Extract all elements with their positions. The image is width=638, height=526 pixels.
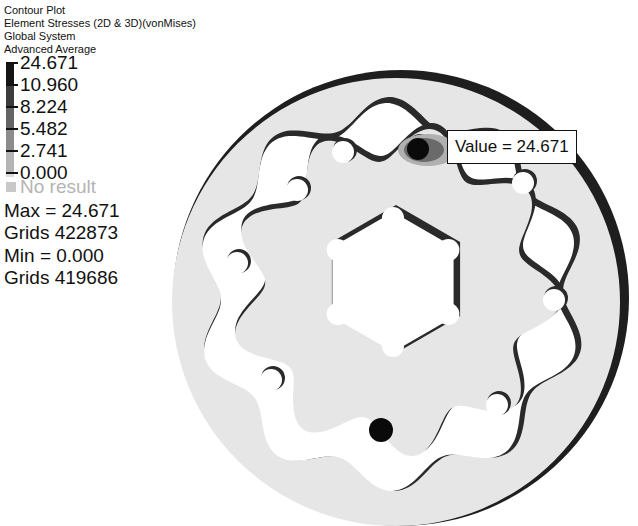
hub-notch: [437, 303, 459, 325]
callout-value: Value = 24.671: [455, 137, 569, 157]
scale-tick: [6, 150, 18, 152]
scale-segment: [6, 85, 14, 107]
legend-holder: 24.671: [20, 52, 78, 74]
legend-value: 8.224: [20, 96, 68, 117]
hub-notch: [437, 239, 459, 261]
hub-notch: [327, 303, 349, 325]
hole-shadow: [227, 249, 251, 273]
max-min-info: Min = 0.000: [4, 245, 104, 266]
legend-holder: 10.960: [20, 74, 78, 96]
legend-value: 24.671: [20, 52, 78, 73]
no-result-swatch: [6, 182, 16, 192]
stress-contour: [404, 138, 444, 162]
max-min-info: Grids 419686: [4, 267, 118, 288]
hub-notch: [382, 207, 404, 229]
scale-tick: [6, 62, 18, 64]
label-holder: Contour Plot: [4, 0, 65, 18]
rotor-hole: [486, 394, 508, 416]
legend-holder: 8.224: [20, 96, 68, 118]
rotor-holes: [226, 134, 568, 442]
value-callout-box: Value = 24.671: [447, 130, 577, 164]
rotor-hole: [286, 179, 308, 201]
scale-tick: [6, 106, 18, 108]
scale-segment: [6, 63, 14, 85]
rotor-hole: [260, 369, 282, 391]
hole-shadow: [287, 176, 311, 200]
scale-segment: [6, 151, 14, 173]
legend-holder: 2.741: [20, 140, 68, 162]
label-holder: Element Stresses (2D & 3D)(vonMises): [4, 13, 196, 31]
scale-tick: [6, 84, 18, 86]
label-holder: Grids 422873: [4, 222, 118, 244]
legend-value: No result: [20, 176, 96, 197]
legend-holder: 5.482: [20, 118, 68, 140]
plot-header: Global System: [4, 30, 76, 42]
label-holder: Global System: [4, 26, 76, 44]
hub-notches: [327, 207, 460, 357]
label-holder: Min = 0.000: [4, 245, 104, 267]
hub-shadow: [332, 205, 460, 353]
legend-value: 5.482: [20, 118, 68, 139]
stress-hotspot: [407, 138, 429, 160]
hole-shadow: [544, 286, 568, 310]
plot-header: Contour Plot: [4, 4, 65, 16]
pump-housing: [172, 78, 620, 526]
max-min-info: Max = 24.671: [4, 200, 120, 221]
cavity-shadow: [203, 97, 582, 491]
hole-shadow: [487, 391, 511, 415]
legend-value: 10.960: [20, 74, 78, 95]
rotor-hole: [512, 172, 534, 194]
label-holder: Max = 24.671: [4, 200, 120, 222]
hub-notch: [382, 335, 404, 357]
max-min-info: Grids 422873: [4, 222, 118, 243]
legend-value: 2.741: [20, 140, 68, 161]
inner-rotor: [235, 129, 561, 456]
hole-shadow: [333, 138, 357, 162]
legend-holder: No result: [20, 176, 96, 198]
label-holder: Grids 419686: [4, 267, 118, 289]
plot-header: Element Stresses (2D & 3D)(vonMises): [4, 17, 196, 29]
hole-shadow: [369, 418, 393, 442]
rotor-hole: [226, 252, 248, 274]
scale-segment: [6, 107, 14, 129]
scale-segment: [6, 129, 14, 151]
hub-notch: [327, 239, 349, 261]
hub-bore: [332, 212, 453, 352]
rotor-hole: [332, 141, 354, 163]
scale-tick: [6, 172, 18, 174]
outer-ring-shadow: [173, 70, 629, 526]
hole-shadow: [261, 366, 285, 390]
hole-shadow: [513, 169, 537, 193]
scale-tick: [6, 128, 18, 130]
rotor-hole: [543, 289, 565, 311]
